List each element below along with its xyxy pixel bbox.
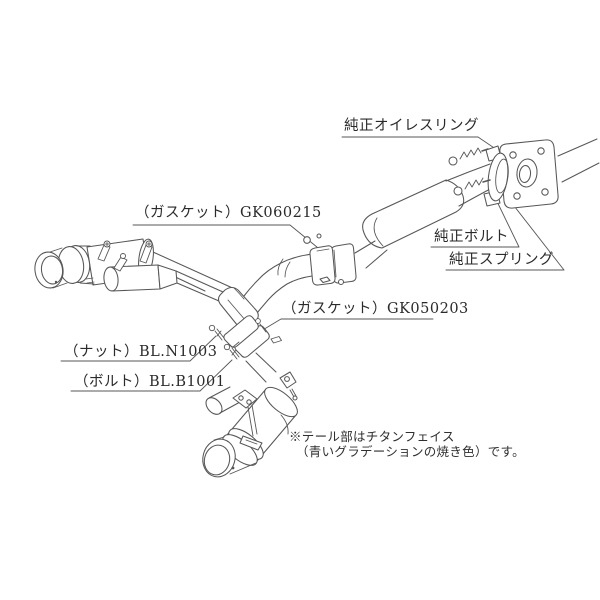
leader-gasket-gk050203 <box>255 318 434 335</box>
lower-flange-joint <box>223 315 277 383</box>
front-flange <box>448 138 600 209</box>
leader-genuine-spring <box>445 183 565 271</box>
leader-bolt <box>70 359 233 392</box>
flange-plate <box>309 245 336 286</box>
front-twin-mufflers <box>34 238 178 292</box>
center-pipe-resonator <box>354 163 493 269</box>
hanger-bracket <box>97 240 153 272</box>
note-line-2: （青いグラデーションの焼き色）です。 <box>296 444 525 460</box>
s-bend-pipe <box>243 253 314 314</box>
leader-genuine-bolt <box>430 188 520 248</box>
leader-oiles-ring <box>341 136 510 159</box>
tail-tip-outer <box>34 251 64 289</box>
lower-muffler-cap <box>103 266 119 292</box>
hanger-bracket <box>232 389 263 451</box>
lower-muffler-taper <box>157 264 178 290</box>
rear-muffler <box>202 371 298 478</box>
leader-gasket-gk060215 <box>132 224 324 253</box>
label-genuine-bolt: 純正ボルト <box>434 229 509 245</box>
side-bracket <box>279 371 298 435</box>
label-genuine-spring: 純正スプリング <box>449 252 554 268</box>
label-gasket-gk050203: （ガスケット）GK050203 <box>282 301 469 317</box>
leader-nut <box>60 335 217 362</box>
label-gasket-gk060215: （ガスケット）GK060215 <box>135 205 322 221</box>
bolt-bl-b1001-part <box>223 343 240 360</box>
label-nut-bl-n1003: （ナット）BL.N1003 <box>64 344 218 360</box>
note-line-1: ※テール部はチタンフェイス <box>289 429 455 444</box>
leader-lines <box>60 136 565 392</box>
muffler-end-cap <box>264 386 298 418</box>
frame-line <box>561 162 600 183</box>
mid-flange-joint <box>303 233 357 286</box>
washer <box>337 278 345 286</box>
stub-cap <box>205 397 223 415</box>
tail-finish-note: ※テール部はチタンフェイス （青いグラデーションの焼き色）です。 <box>289 429 525 460</box>
label-genuine-oiles-ring: 純正オイレスリング <box>344 118 479 134</box>
nut <box>319 276 331 284</box>
frame-line <box>557 138 598 157</box>
genuine-bolt-spring-lower <box>453 177 491 196</box>
tail-tip-inner <box>203 444 231 476</box>
nut-bl-n1003-part <box>208 324 225 341</box>
label-bolt-bl-b1001: （ボルト）BL.B1001 <box>74 374 226 390</box>
tail-tip-inner <box>40 255 64 285</box>
loose-hardware <box>208 318 282 360</box>
washer <box>316 233 322 239</box>
genuine-bolt-spring-upper <box>448 147 489 166</box>
nut <box>270 336 282 344</box>
bolt-head <box>303 236 311 244</box>
